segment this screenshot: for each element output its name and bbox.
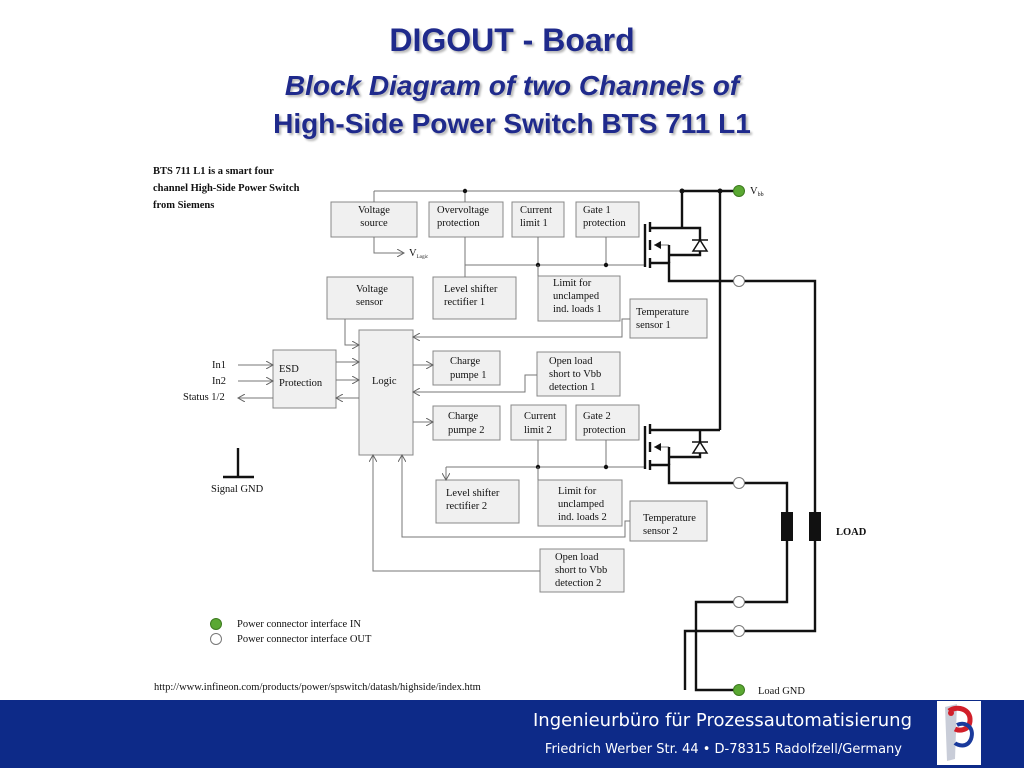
title-device: High-Side Power Switch BTS 711 L1 <box>273 108 751 139</box>
footer-address: Friedrich Werber Str. 44 • D-78315 Radol… <box>544 742 902 757</box>
signal-lines <box>238 188 739 572</box>
label-load-gnd: Load GND <box>758 686 805 697</box>
datasheet-link[interactable]: http://www.infineon.com/products/power/s… <box>154 682 481 693</box>
label-in1: In1 <box>212 360 226 371</box>
label-vbb: Vbb <box>750 186 764 198</box>
legend: Power connector interface IN Power conne… <box>210 618 372 645</box>
company-logo <box>937 701 981 765</box>
connector-out-1 <box>733 275 745 287</box>
connector-out-2 <box>733 477 745 489</box>
label-status: Status 1/2 <box>183 392 225 403</box>
connector-load-gnd-in <box>733 684 745 696</box>
label-signal-gnd: Signal GND <box>211 484 264 495</box>
footer-company: Ingenieurbüro für Prozessautomatisierung <box>532 710 912 731</box>
description-line: channel High-Side Power Switch <box>153 183 300 194</box>
label-vlogic: VLogic <box>409 248 429 260</box>
description-text: BTS 711 L1 is a smart four channel High-… <box>153 166 302 211</box>
connector-load-1 <box>733 596 745 608</box>
title-subtitle: Block Diagram of two Channels of <box>284 70 740 101</box>
legend-in-label: Power connector interface IN <box>237 619 361 630</box>
block-logic: Logic <box>358 329 414 456</box>
description-line: from Siemens <box>153 200 214 211</box>
label-in2: In2 <box>212 376 226 387</box>
description-line: BTS 711 L1 is a smart four <box>153 166 274 177</box>
label-load: LOAD <box>836 527 867 538</box>
power-stage <box>223 188 821 692</box>
connector-vbb-in <box>733 185 745 197</box>
svg-text:Logic: Logic <box>372 376 397 387</box>
legend-in-marker <box>210 618 222 630</box>
footer-bar: Ingenieurbüro für Prozessautomatisierung… <box>0 700 1024 768</box>
title-main: DIGOUT - Board <box>389 22 635 58</box>
legend-out-label: Power connector interface OUT <box>237 634 372 645</box>
connector-load-2 <box>733 625 745 637</box>
block-diagram: BTS 711 L1 is a smart four channel High-… <box>153 166 867 697</box>
legend-out-marker <box>210 633 222 645</box>
